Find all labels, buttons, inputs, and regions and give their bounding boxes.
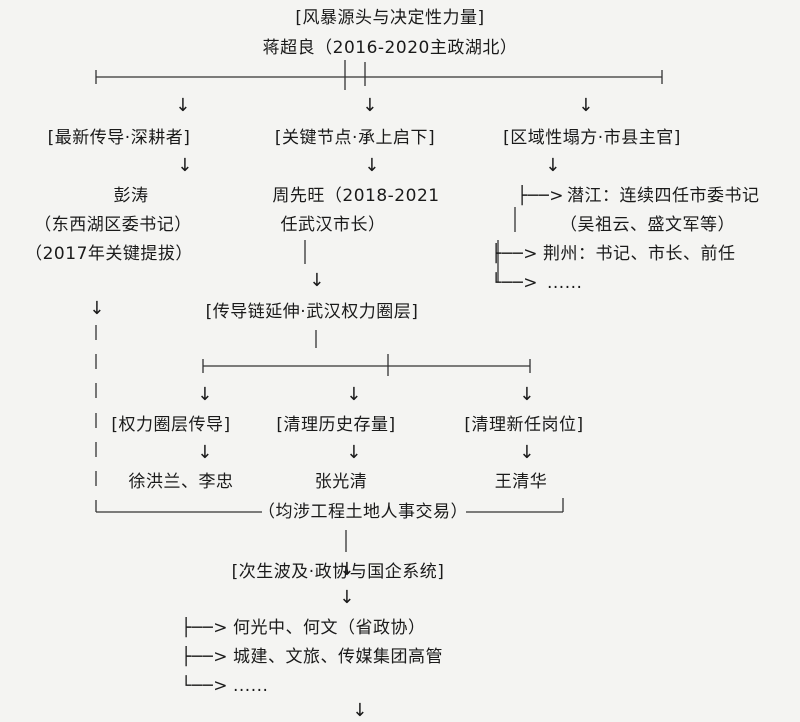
root-person: 蒋超良（2016-2020主政湖北） [262, 38, 518, 58]
right-arrow-prefix: ├──> [491, 244, 538, 264]
common-note: （均涉工程土地人事交易） [258, 502, 468, 522]
down-arrow-icon: ↓ [352, 700, 368, 721]
secondary-item-prefix: ├──> [181, 618, 228, 638]
left-note: （2017年关键提拔） [25, 244, 193, 264]
right-arrow-prefix: ├──> [517, 186, 564, 206]
branch-right-label: [区域性塌方·市县主官] [503, 128, 681, 148]
down-arrow-icon: ↓ [346, 384, 362, 405]
down-arrow-icon: ↓ [175, 95, 191, 116]
secondary-item: 何光中、何文（省政协） [233, 618, 426, 638]
down-arrow-icon: ↓ [197, 384, 213, 405]
right-qianjiang-names: （吴祖云、盛文军等） [560, 215, 735, 235]
down-arrow-icon: ↓ [545, 155, 561, 176]
sub-label-history: [清理历史存量] [276, 415, 396, 435]
down-arrow-icon: ↓ [346, 442, 362, 463]
right-qianjiang: 潜江：连续四任市委书记 [567, 186, 760, 206]
down-arrow-icon: ↓ [177, 155, 193, 176]
middle-person: 周先旺（2018-2021 [272, 186, 440, 206]
right-more: ...... [547, 273, 583, 293]
down-arrow-icon: ↓ [197, 442, 213, 463]
secondary-item: ...... [233, 676, 269, 696]
down-arrow-icon: ↓ [364, 155, 380, 176]
sub-person-power: 徐洪兰、李忠 [128, 472, 234, 492]
down-arrow-icon: ↓ [519, 442, 535, 463]
right-arrow-prefix: └──> [491, 273, 538, 293]
down-arrow-icon: ↓ [519, 384, 535, 405]
down-arrow-icon: ↓ [362, 95, 378, 116]
down-arrow-icon: ↓ [339, 559, 355, 580]
sub-person-history: 张光清 [314, 472, 368, 492]
branch-middle-label: [关键节点·承上启下] [274, 128, 436, 148]
down-arrow-icon: ↓ [89, 298, 105, 319]
left-position: （东西湖区委书记） [34, 215, 192, 235]
secondary-item: 城建、文旅、传媒集团高管 [233, 647, 443, 667]
wuhan-circle-label: [传导链延伸·武汉权力圈层] [205, 302, 419, 322]
right-jingzhou: 荆州：书记、市长、前任 [543, 244, 736, 264]
middle-position: 任武汉市长） [280, 215, 386, 235]
down-arrow-icon: ↓ [339, 587, 355, 608]
secondary-item-prefix: └──> [181, 676, 228, 696]
sub-label-new-post: [清理新任岗位] [464, 415, 584, 435]
branch-left-label: [最新传导·深耕者] [47, 128, 191, 148]
root-title: [风暴源头与决定性力量] [295, 8, 485, 28]
down-arrow-icon: ↓ [309, 270, 325, 291]
sub-label-power: [权力圈层传导] [111, 415, 231, 435]
secondary-label: [次生波及·政协与国企系统] [231, 562, 445, 582]
left-person: 彭涛 [113, 186, 149, 206]
down-arrow-icon: ↓ [578, 95, 594, 116]
secondary-item-prefix: ├──> [181, 647, 228, 667]
sub-person-new-post: 王清华 [494, 472, 548, 492]
